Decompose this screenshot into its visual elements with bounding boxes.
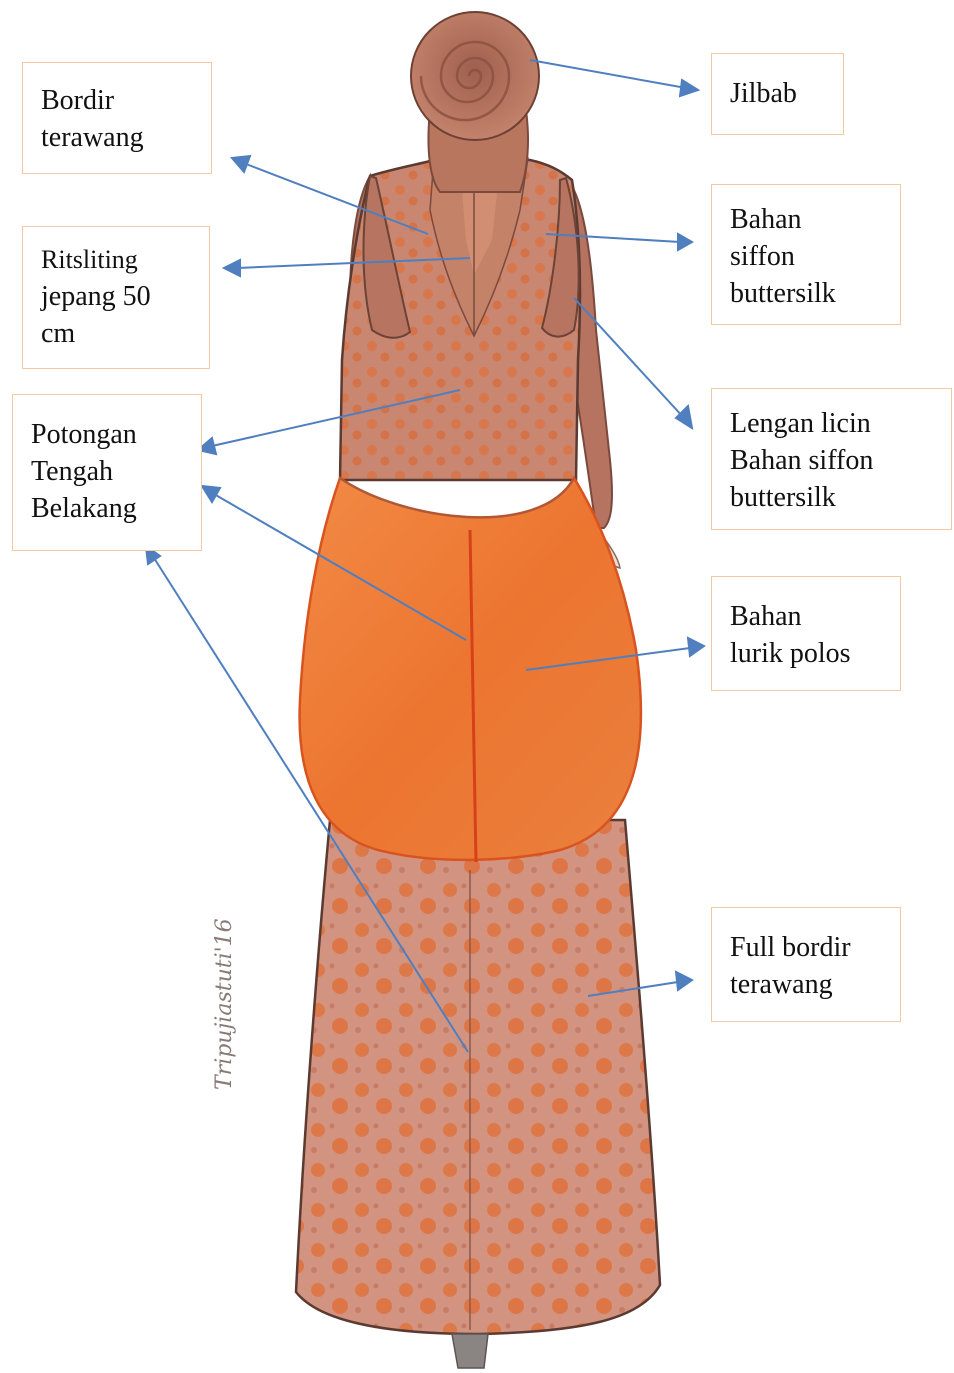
label-potongan-tengah-belakang: Potongan Tengah Belakang: [12, 394, 202, 551]
artist-signature: Tripujiastuti'16: [212, 918, 237, 1090]
label-line: siffon: [730, 238, 882, 275]
label-line: Bahan: [730, 201, 882, 238]
label-line: Jilbab: [730, 75, 825, 112]
arrow-full-bordir-head: [676, 972, 692, 990]
arrow-bordir-terawang-head: [232, 156, 250, 172]
arrow-jilbab-head: [680, 80, 698, 96]
label-line: terawang: [730, 966, 882, 1003]
label-line: Full bordir: [730, 929, 882, 966]
label-line: cm: [41, 315, 191, 352]
arrow-potongan-2-head: [202, 486, 220, 502]
label-jilbab: Jilbab: [711, 53, 844, 135]
label-bahan-lurik: Bahan lurik polos: [711, 576, 901, 691]
label-line: Belakang: [31, 490, 183, 527]
feet: [452, 1334, 488, 1368]
label-line: Ritsliting: [41, 241, 191, 278]
label-line: terawang: [41, 119, 193, 156]
label-line: jepang 50: [41, 278, 191, 315]
arrow-lurik-head: [688, 638, 704, 656]
embroidered-skirt: [296, 820, 660, 1334]
label-ritsliting: Ritsliting jepang 50 cm: [22, 226, 210, 369]
label-line: Bahan siffon: [730, 442, 933, 479]
arrow-jilbab: [530, 60, 686, 88]
label-line: lurik polos: [730, 635, 882, 672]
arrow-ritsliting-head: [224, 260, 240, 276]
label-lengan-licin: Lengan licin Bahan siffon buttersilk: [711, 388, 952, 530]
label-bordir-terawang: Bordir terawang: [22, 62, 212, 174]
label-bahan-siffon: Bahan siffon buttersilk: [711, 184, 901, 325]
label-full-bordir: Full bordir terawang: [711, 907, 901, 1022]
arrow-siffon-head: [678, 234, 692, 250]
label-line: Bahan: [730, 598, 882, 635]
label-line: Potongan: [31, 416, 183, 453]
label-line: Bordir: [41, 82, 193, 119]
arrow-lengan-head: [676, 406, 692, 428]
label-line: buttersilk: [730, 479, 933, 516]
label-line: Tengah: [31, 453, 183, 490]
label-line: buttersilk: [730, 275, 882, 312]
hijab-head: [411, 12, 539, 140]
label-line: Lengan licin: [730, 405, 933, 442]
